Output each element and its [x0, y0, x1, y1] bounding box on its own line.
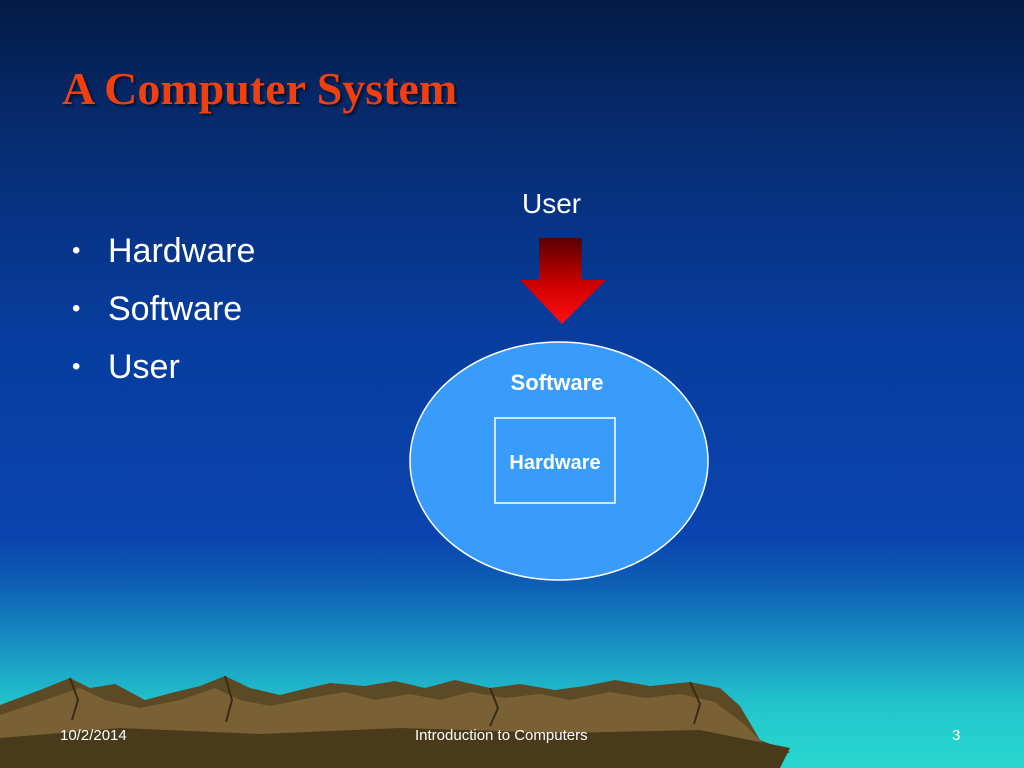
footer-title: Introduction to Computers — [415, 727, 588, 744]
footer-date: 10/2/2014 — [60, 727, 127, 744]
bullet-list: • Hardware • Software • User — [72, 222, 255, 396]
bullet-text: Software — [108, 289, 243, 328]
bullet-icon: • — [72, 295, 81, 322]
bullet-text: Hardware — [108, 231, 256, 270]
bullet-item: • User — [72, 338, 255, 396]
hardware-label: Hardware — [509, 452, 600, 474]
slide-number: 3 — [952, 727, 961, 744]
system-diagram: Software Hardware — [409, 341, 709, 581]
down-arrow-icon — [520, 238, 606, 324]
hardware-box — [494, 417, 616, 504]
bullet-icon: • — [72, 237, 81, 264]
bullet-icon: • — [72, 353, 81, 380]
bullet-item: • Software — [72, 280, 255, 338]
bullet-text: User — [108, 347, 180, 386]
user-label: User — [522, 188, 582, 219]
bullet-item: • Hardware — [72, 222, 255, 280]
slide-title: A Computer System — [62, 63, 458, 114]
software-label: Software — [511, 370, 604, 395]
